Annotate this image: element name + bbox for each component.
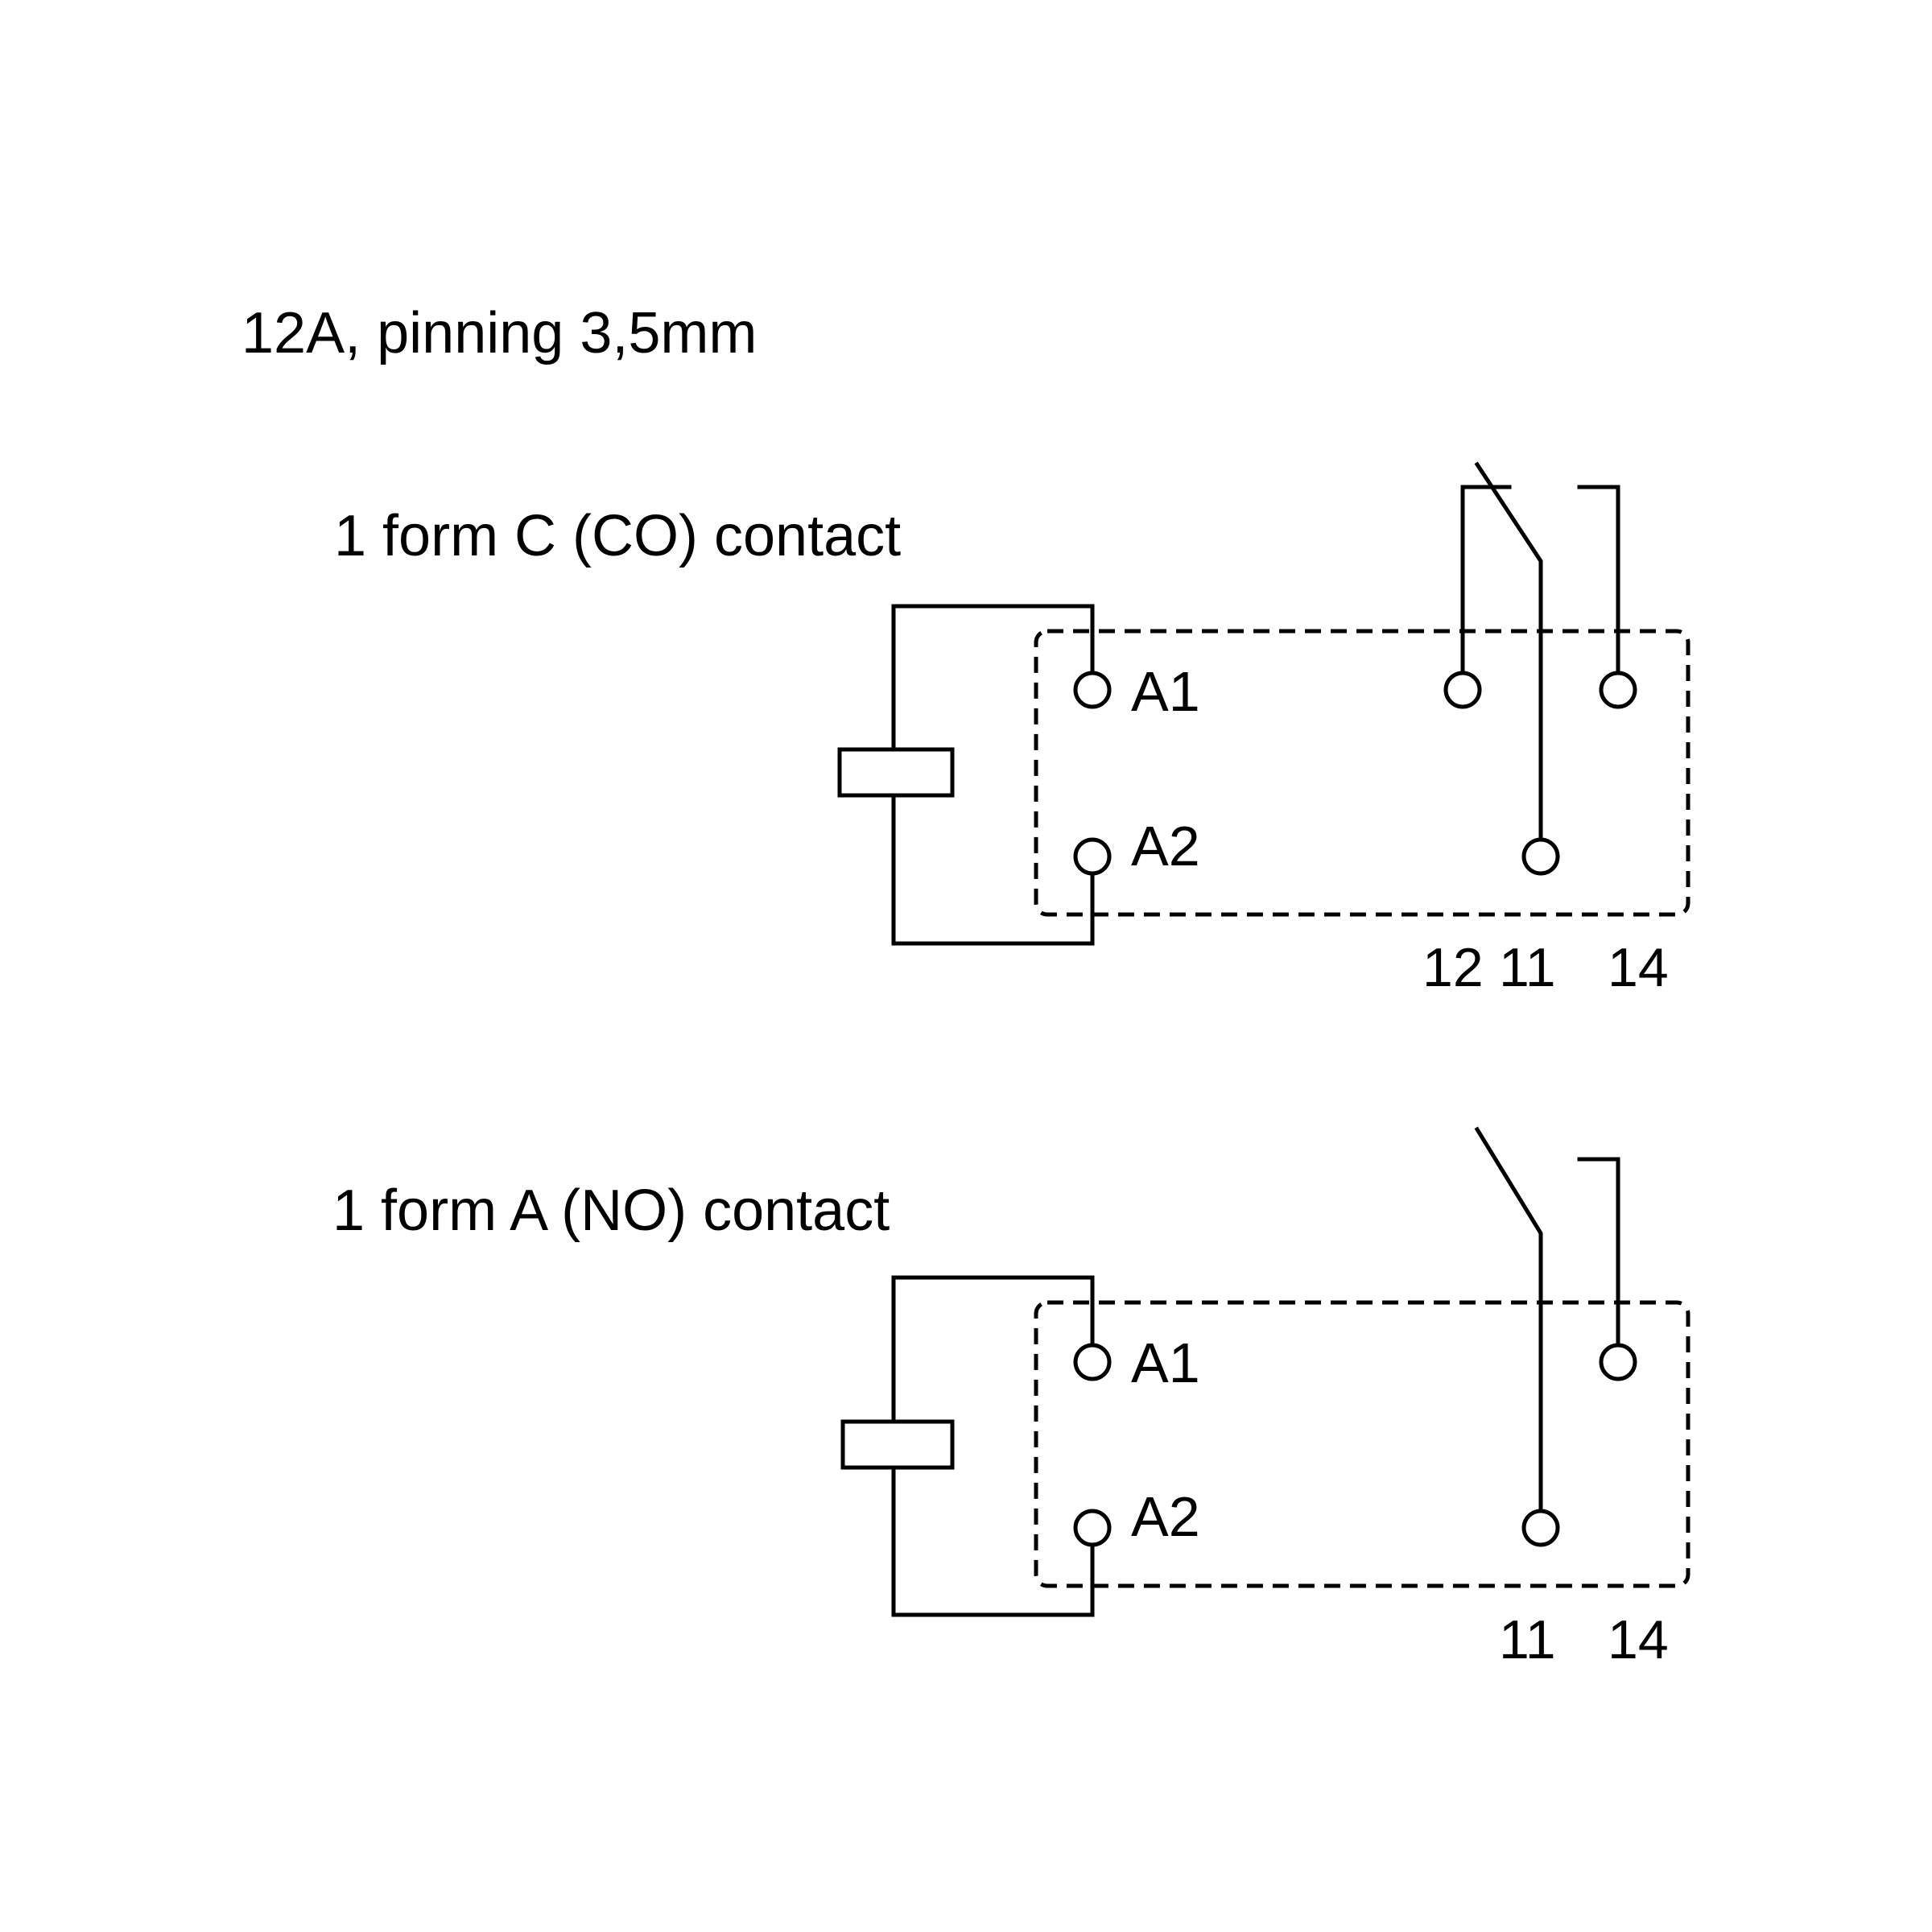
terminal-number-14: 14	[1608, 1609, 1669, 1670]
coil-pin-a2	[1073, 837, 1112, 876]
coil-pin-a1	[1073, 1343, 1112, 1381]
coil-pin-a2-label: A2	[1131, 1485, 1200, 1548]
coil-pin-a1-label: A1	[1131, 1331, 1200, 1394]
relay-housing-outline	[1034, 629, 1690, 917]
coil-pin-a2	[1073, 1509, 1112, 1547]
terminal-14-pin	[1599, 1343, 1637, 1381]
terminal-14-pin	[1599, 671, 1637, 709]
terminal-number-11: 11	[1499, 937, 1556, 998]
switch-arm	[1474, 461, 1543, 843]
diagram-form-a: 1 form A (NO) contact A1 A2 11 14	[332, 1126, 1690, 1670]
diagram-form-c-label: 1 form C (CO) contact	[334, 504, 901, 568]
terminal-number-14: 14	[1608, 937, 1669, 998]
page-title: 12A, pinning 3,5mm	[242, 301, 757, 365]
coil-symbol	[840, 1419, 955, 1470]
diagram-form-c: 1 form C (CO) contact A1 A2 12 11 14	[334, 461, 1690, 998]
terminal-14-wire	[1577, 1157, 1620, 1348]
terminal-number-12: 12	[1422, 937, 1484, 998]
terminal-12-pin	[1443, 671, 1482, 709]
coil-pin-a1-label: A1	[1131, 660, 1200, 723]
terminal-11-pin	[1521, 837, 1560, 876]
relay-housing-outline	[1034, 1300, 1690, 1588]
coil-pin-a1	[1073, 671, 1112, 709]
terminal-11-pin	[1521, 1509, 1560, 1547]
switch-arm	[1474, 1126, 1543, 1513]
coil-pin-a2-label: A2	[1131, 815, 1200, 877]
terminal-12-wire	[1460, 485, 1512, 675]
coil-symbol	[837, 747, 955, 798]
terminal-14-wire	[1577, 485, 1620, 675]
diagram-form-a-label: 1 form A (NO) contact	[332, 1179, 890, 1243]
terminal-number-11: 11	[1499, 1609, 1556, 1670]
